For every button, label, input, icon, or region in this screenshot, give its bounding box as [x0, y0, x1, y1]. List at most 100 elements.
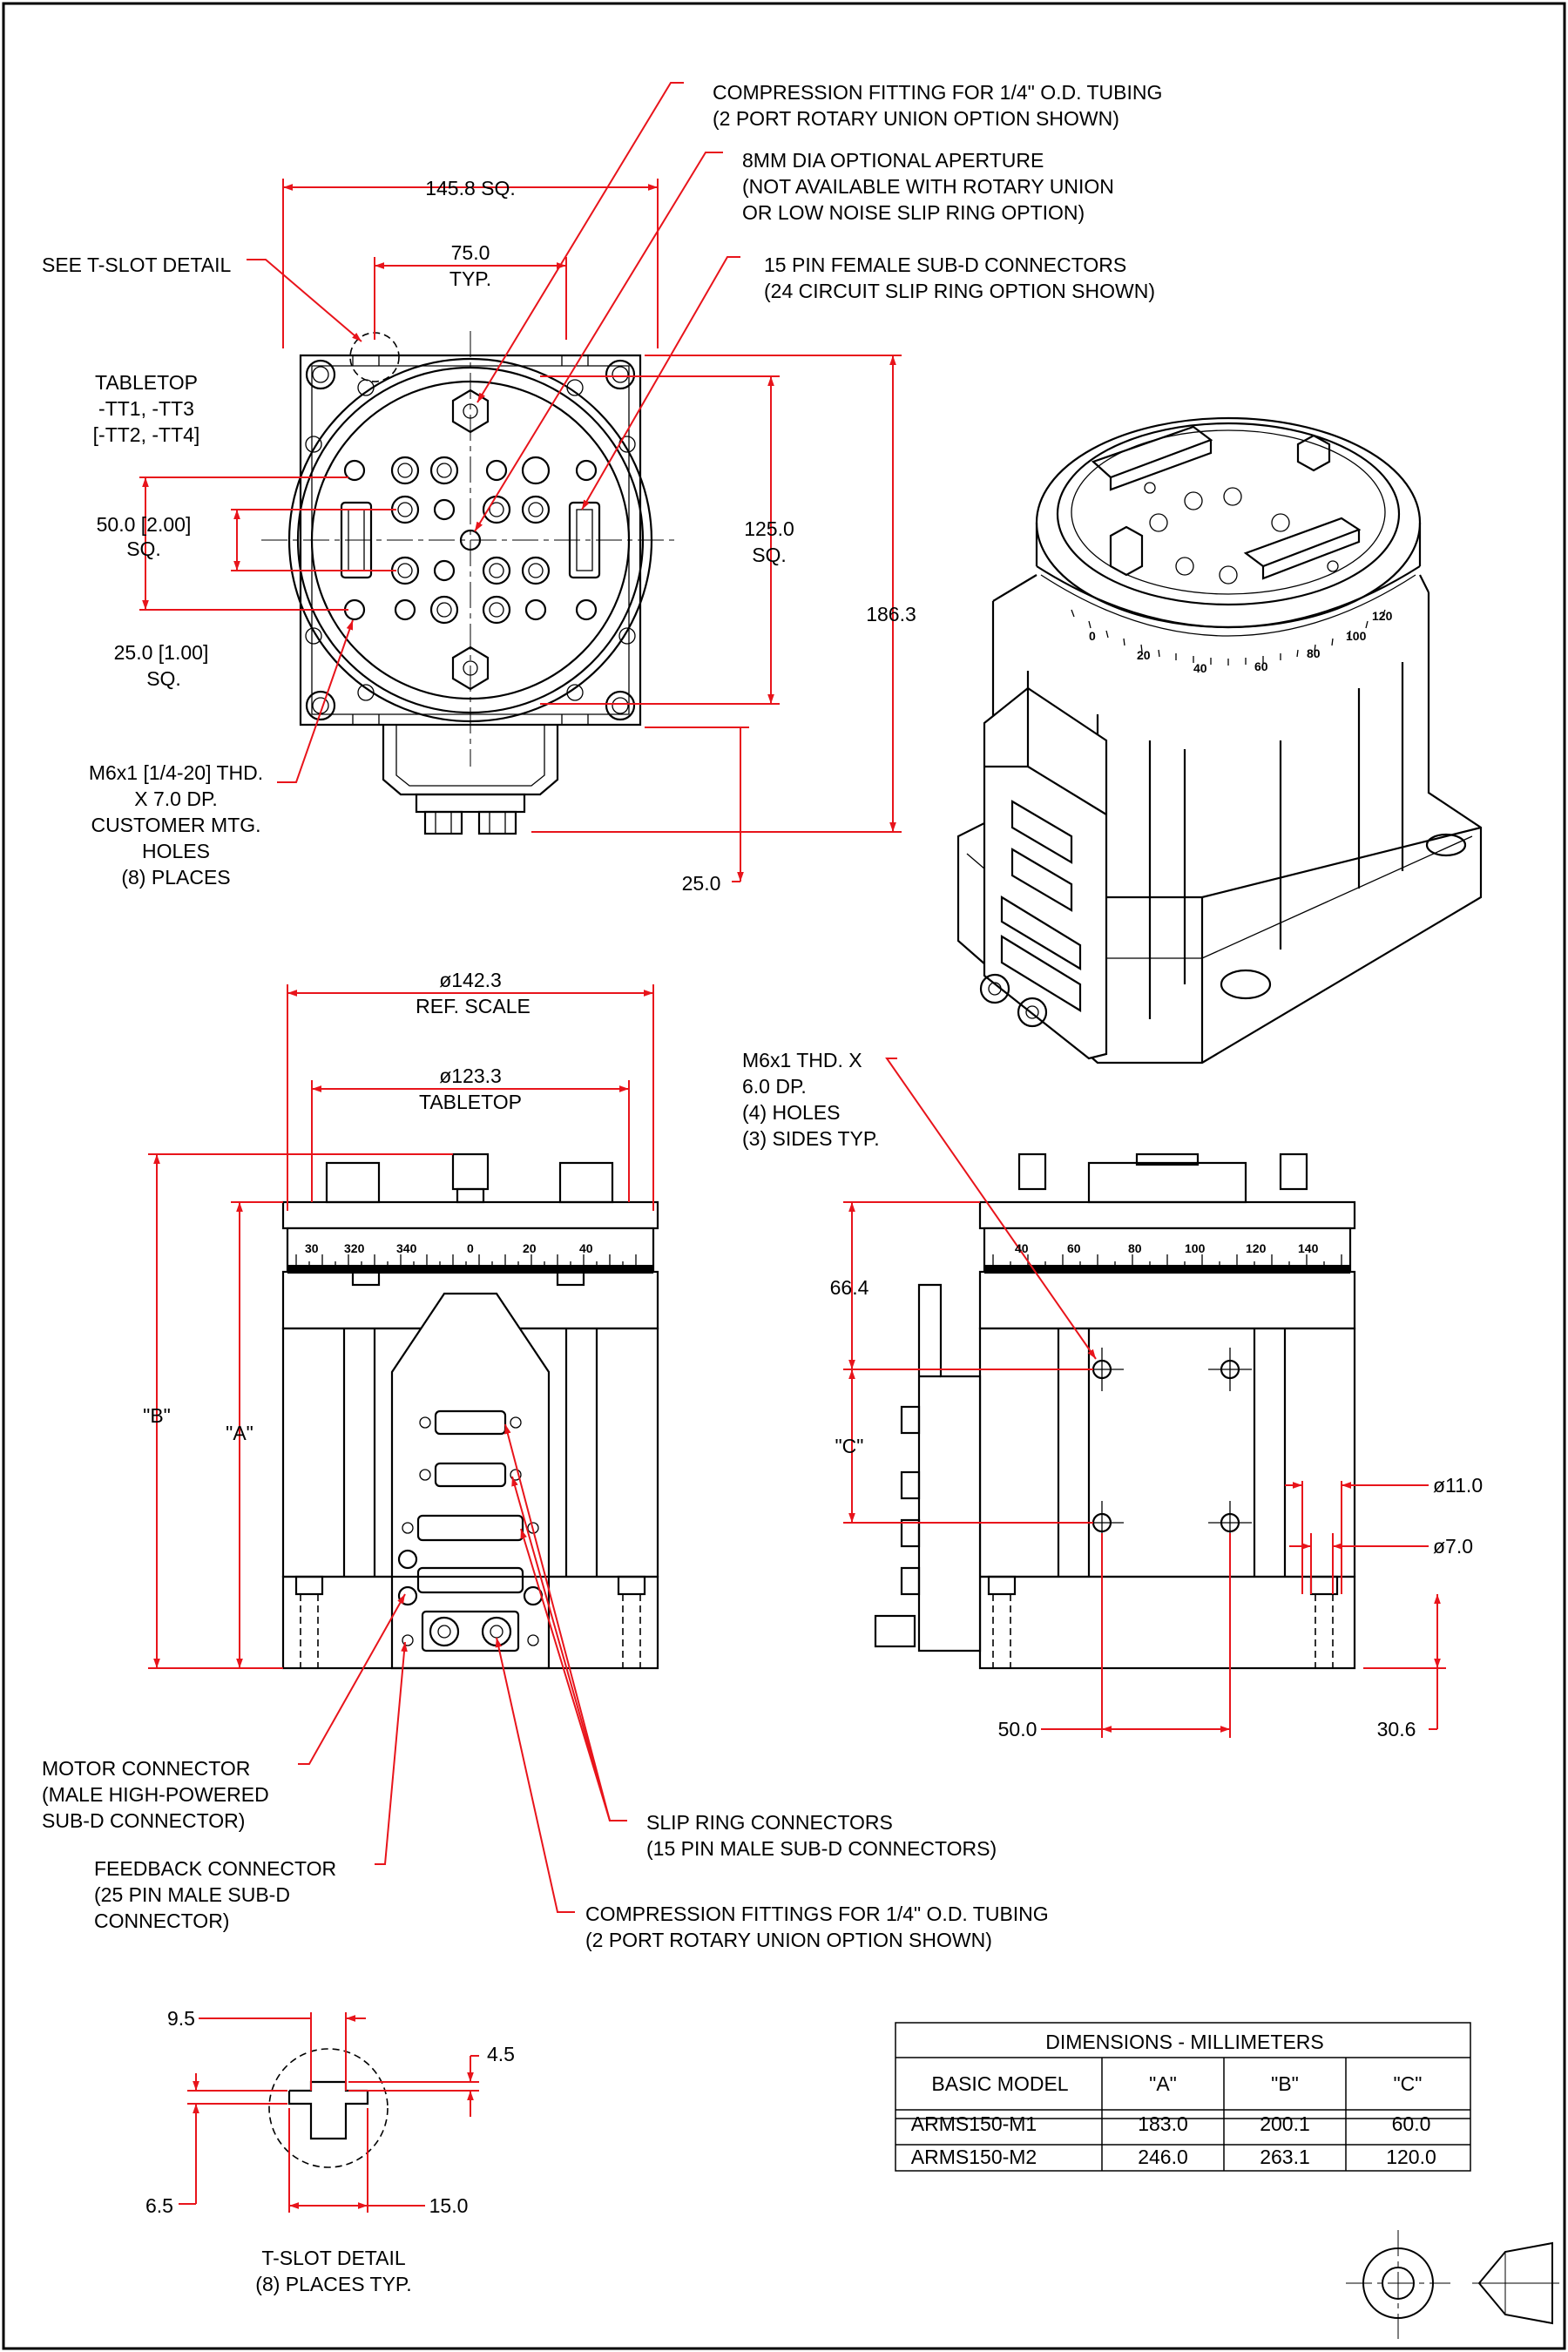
callout-line: [-TT2, -TT4]	[93, 423, 200, 446]
callout-line: M6x1 THD. X	[742, 1049, 862, 1071]
callout-line: 6.0 DP.	[742, 1075, 807, 1098]
dim-ref-scale: REF. SCALE	[416, 995, 531, 1017]
dim-145: 145.8 SQ.	[425, 177, 516, 199]
scale-label: 320	[344, 1241, 365, 1255]
callout-line: X 7.0 DP.	[134, 787, 217, 810]
dim-30: 30.6	[1377, 1718, 1416, 1740]
callout-line: (MALE HIGH-POWERED	[42, 1783, 269, 1806]
side-scale-ticks	[984, 1254, 1350, 1274]
callout-slip-ring: SLIP RING CONNECTORS (15 PIN MALE SUB-D …	[646, 1811, 997, 1860]
dim-A: "A"	[226, 1422, 253, 1444]
dim-9-5: 9.5	[167, 2007, 195, 2030]
dim-C: "C"	[835, 1435, 864, 1457]
scale-label: 60	[1254, 659, 1268, 673]
table-cell: 246.0	[1138, 2146, 1188, 2168]
iso-scale-labels: 0 20 40 60 80 100 120	[1089, 609, 1393, 675]
callout-line: OR LOW NOISE SLIP RING OPTION)	[742, 201, 1085, 224]
scale-label: 40	[1193, 661, 1207, 675]
scale-label: 100	[1185, 1241, 1206, 1255]
table-cell: ARMS150-M1	[911, 2112, 1037, 2135]
table-header: "A"	[1149, 2072, 1177, 2095]
dim-50: 50.0 [2.00]	[97, 513, 192, 536]
scale-label: 80	[1128, 1241, 1142, 1255]
callout-line: SLIP RING CONNECTORS	[646, 1811, 893, 1834]
iso-connectors	[979, 800, 1082, 1028]
callout-motor-connector: MOTOR CONNECTOR (MALE HIGH-POWERED SUB-D…	[42, 1757, 269, 1832]
top-view	[261, 331, 679, 835]
callout-tslot-detail: T-SLOT DETAIL (8) PLACES TYP.	[255, 2247, 411, 2295]
scale-label: 120	[1372, 609, 1393, 623]
isometric-view	[956, 416, 1483, 1064]
callout-line: TABLETOP	[95, 371, 198, 394]
table-header: "B"	[1271, 2072, 1299, 2095]
table-cell: 183.0	[1138, 2112, 1188, 2135]
scale-label: 40	[579, 1241, 593, 1255]
scale-label: 60	[1067, 1241, 1081, 1255]
callout-line: SUB-D CONNECTOR)	[42, 1809, 245, 1832]
callout-line: HOLES	[142, 840, 210, 862]
callout-line: 8MM DIA OPTIONAL APERTURE	[742, 149, 1044, 172]
callout-feedback-connector: FEEDBACK CONNECTOR (25 PIN MALE SUB-D CO…	[94, 1857, 336, 1932]
dim-B: "B"	[143, 1404, 171, 1427]
callout-line: (4) HOLES	[742, 1101, 840, 1124]
callout-line: T-SLOT DETAIL	[261, 2247, 406, 2269]
callout-line: (8) PLACES	[121, 866, 230, 889]
scale-label: 140	[1298, 1241, 1319, 1255]
table-cell: 200.1	[1260, 2112, 1310, 2135]
callout-line: COMPRESSION FITTING FOR 1/4" O.D. TUBING	[713, 81, 1162, 104]
dim-125: 125.0	[744, 517, 794, 540]
front-view	[281, 1152, 659, 1670]
iso-top-holes	[1144, 482, 1339, 585]
table-cell: 263.1	[1260, 2146, 1310, 2168]
callout-line: (15 PIN MALE SUB-D CONNECTORS)	[646, 1837, 997, 1860]
dim-25-lower: 25.0	[682, 872, 721, 895]
dim-tabletop: TABLETOP	[419, 1091, 522, 1113]
scale-label: 80	[1307, 646, 1321, 660]
dimensions-table: DIMENSIONS - MILLIMETERS BASIC MODEL "A"…	[895, 2022, 1471, 2172]
table-cell: ARMS150-M2	[911, 2146, 1037, 2168]
tabletop-holes	[343, 456, 598, 625]
dim-7: ø7.0	[1433, 1535, 1473, 1558]
third-angle-projection-icon	[1346, 2230, 1559, 2339]
callout-line: (25 PIN MALE SUB-D	[94, 1883, 290, 1906]
dim-50-side: 50.0	[998, 1718, 1037, 1740]
callout-line: (2 PORT ROTARY UNION OPTION SHOWN)	[713, 107, 1119, 130]
callout-line: (8) PLACES TYP.	[255, 2273, 411, 2295]
callout-tslot-see: SEE T-SLOT DETAIL	[42, 253, 232, 276]
front-scale-labels: 30 320 340 0 20 40	[305, 1241, 593, 1255]
callout-line: MOTOR CONNECTOR	[42, 1757, 250, 1780]
dim-25-sq: SQ.	[146, 667, 181, 690]
callout-line: (24 CIRCUIT SLIP RING OPTION SHOWN)	[764, 280, 1155, 302]
table-title: DIMENSIONS - MILLIMETERS	[1045, 2031, 1323, 2053]
dim-125-sq: SQ.	[752, 544, 787, 566]
table-header: "C"	[1394, 2072, 1423, 2095]
callout-subd-female: 15 PIN FEMALE SUB-D CONNECTORS (24 CIRCU…	[764, 253, 1155, 302]
callout-line: CUSTOMER MTG.	[91, 814, 260, 836]
callout-line: (NOT AVAILABLE WITH ROTARY UNION	[742, 175, 1114, 198]
callout-side-holes: M6x1 THD. X 6.0 DP. (4) HOLES (3) SIDES …	[742, 1049, 880, 1150]
tslot-detail	[268, 2048, 389, 2168]
dim-123: ø123.3	[439, 1064, 502, 1087]
callout-line: COMPRESSION FITTINGS FOR 1/4" O.D. TUBIN…	[585, 1903, 1049, 1925]
side-scale-labels: 40 60 80 100 120 140	[1015, 1241, 1319, 1255]
scale-label: 340	[396, 1241, 417, 1255]
scale-label: 20	[1137, 648, 1151, 662]
front-connectors	[397, 1409, 544, 1652]
side-view	[874, 1152, 1356, 1670]
scale-label: 0	[467, 1241, 474, 1255]
dim-50-sq: SQ.	[126, 537, 161, 560]
scale-label: 40	[1015, 1241, 1029, 1255]
callout-line: M6x1 [1/4-20] THD.	[89, 761, 263, 784]
callout-line: (2 PORT ROTARY UNION OPTION SHOWN)	[585, 1929, 992, 1951]
dim-142: ø142.3	[439, 969, 502, 991]
callout-line: FEEDBACK CONNECTOR	[94, 1857, 336, 1880]
callout-line: -TT1, -TT3	[98, 397, 194, 420]
scale-label: 20	[523, 1241, 537, 1255]
scale-label: 0	[1089, 629, 1096, 643]
table-cell: 60.0	[1392, 2112, 1431, 2135]
callout-mtg-holes: M6x1 [1/4-20] THD. X 7.0 DP. CUSTOMER MT…	[89, 761, 263, 889]
dim-15: 15.0	[429, 2194, 469, 2217]
dimension-lines	[139, 82, 1446, 2213]
